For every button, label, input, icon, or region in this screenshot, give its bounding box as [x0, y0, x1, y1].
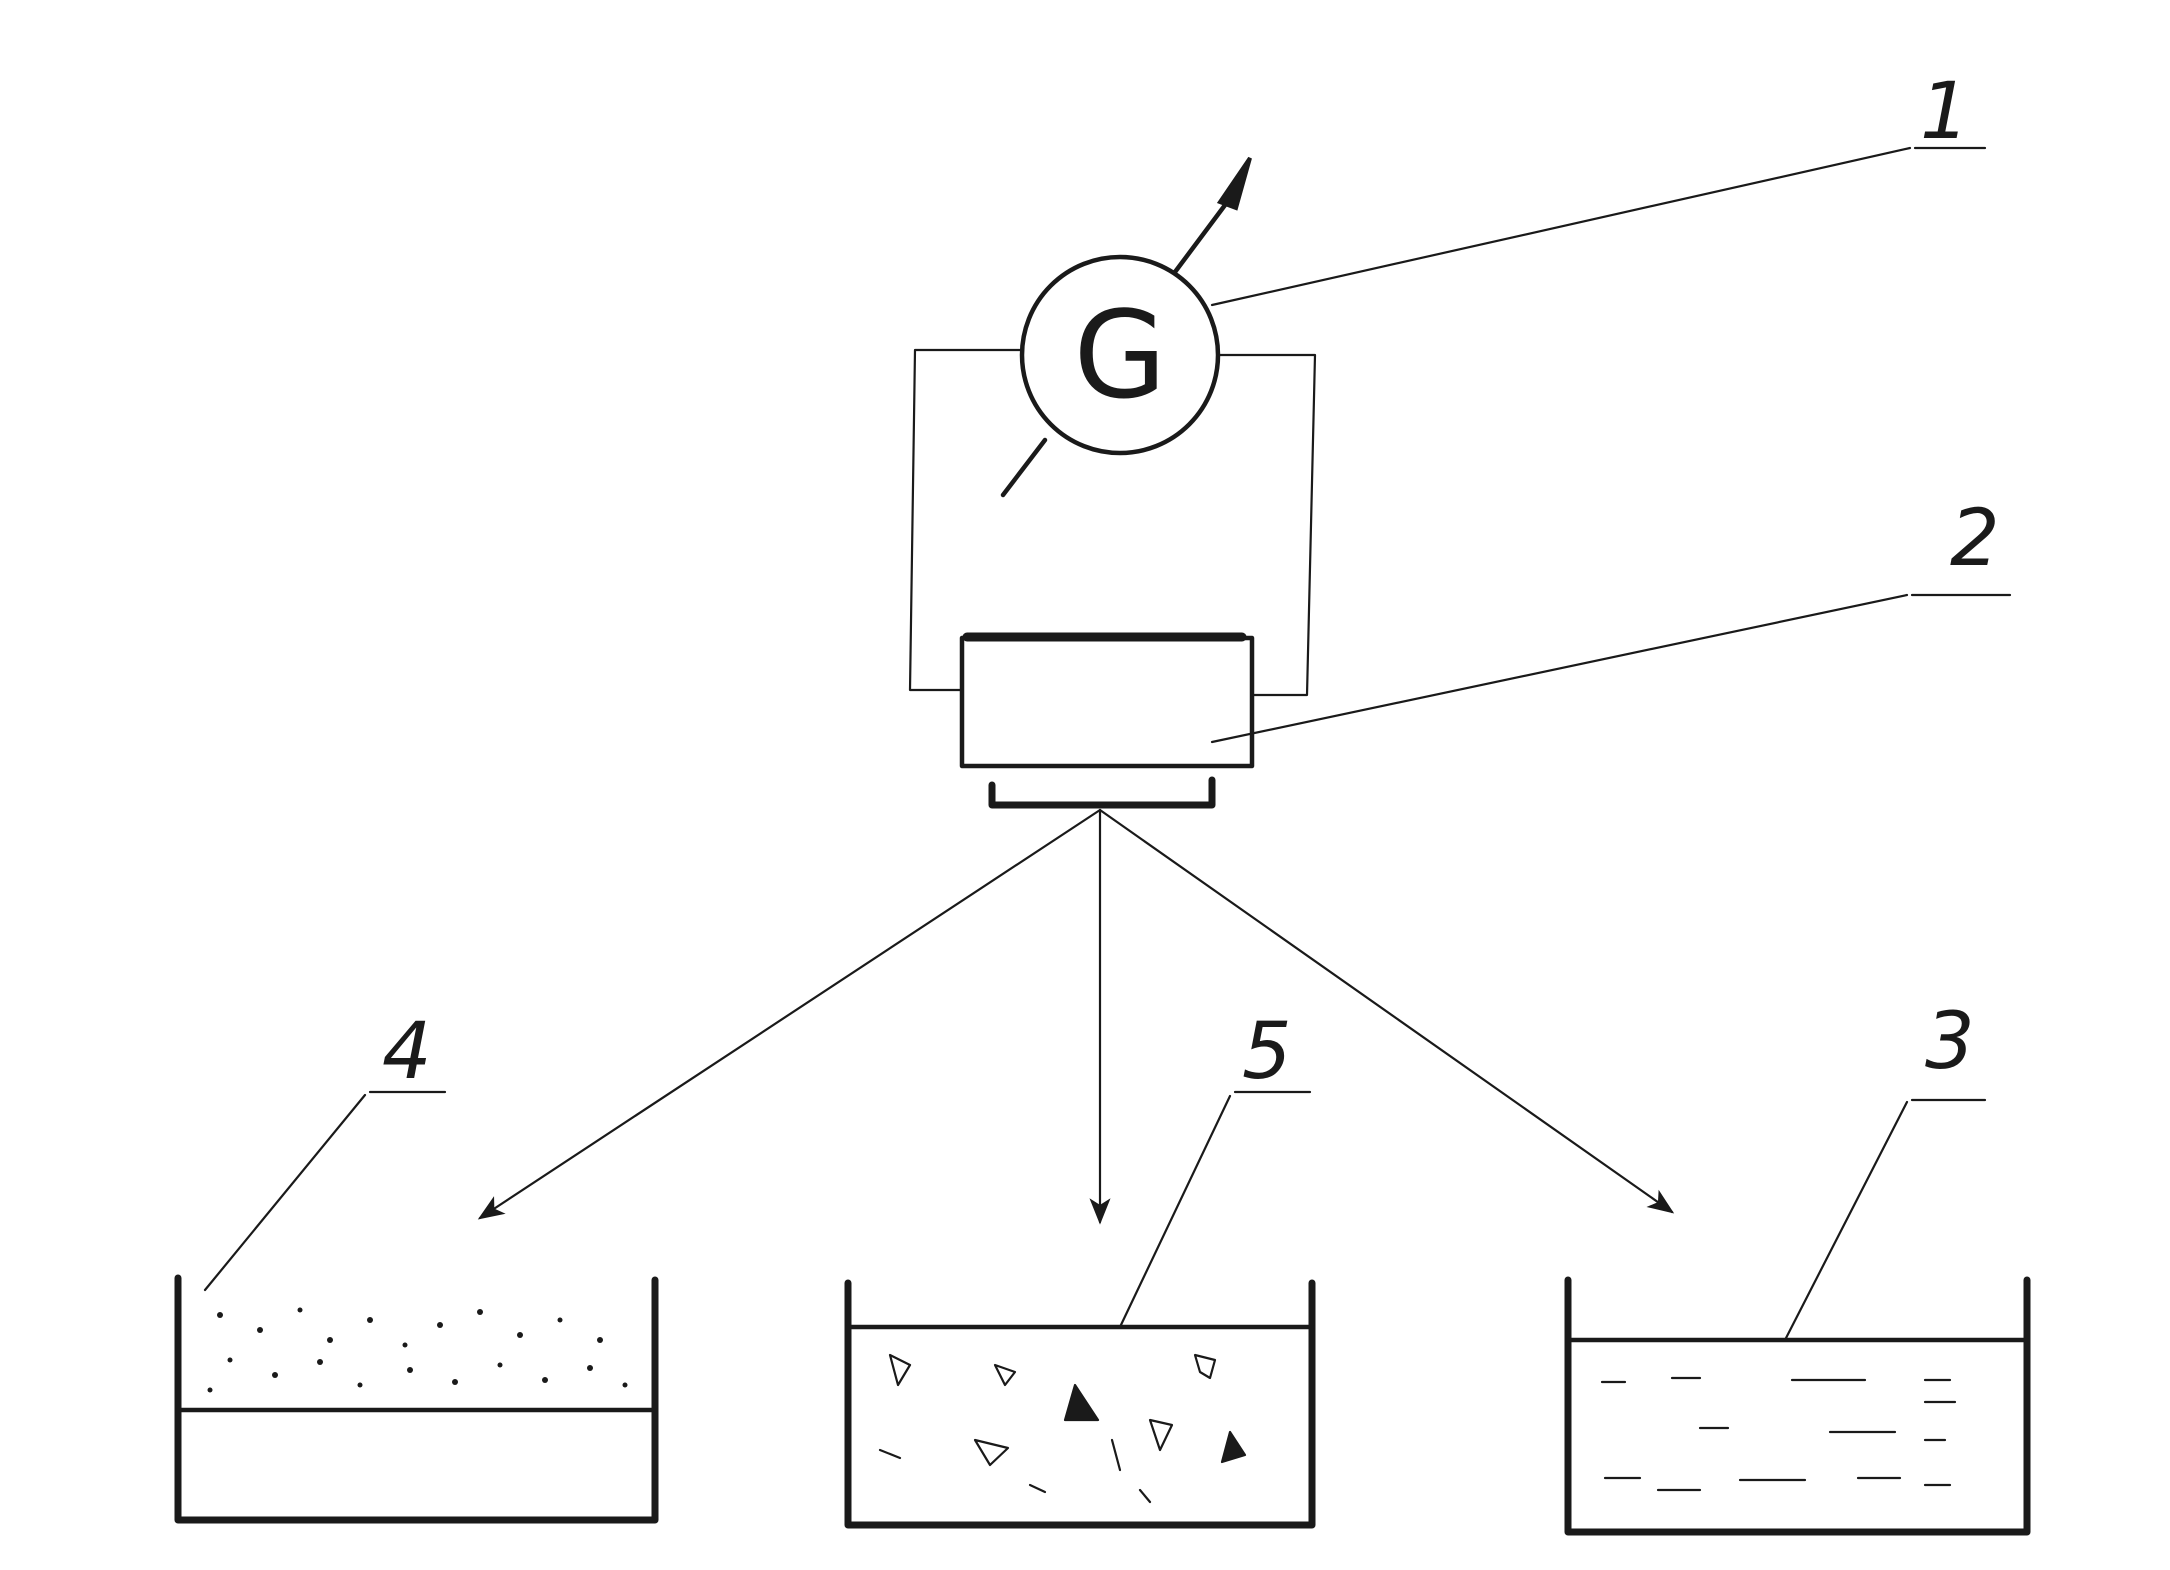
- callout-5: 5: [1118, 1007, 1312, 1329]
- callout-3-leader: [1783, 1100, 1909, 1342]
- vessel-4: [174, 1274, 659, 1524]
- wire-right: [1216, 353, 1317, 697]
- vessel-5: [844, 1279, 1316, 1529]
- transducer-body: [959, 635, 1255, 769]
- transducer: [959, 632, 1255, 809]
- callout-3-label: 3: [1925, 997, 1975, 1087]
- vessel-4-granules: [207, 1307, 628, 1393]
- vessel-5-wall: [844, 1279, 1316, 1529]
- vessel-4-wall: [174, 1274, 659, 1524]
- vessel-3: [1564, 1276, 2031, 1536]
- emission-arrows: [477, 808, 1675, 1225]
- callout-2: 2: [1210, 494, 2012, 744]
- callout-4: 4: [203, 1007, 447, 1292]
- generator-variable-arrowhead: [1216, 156, 1252, 211]
- vessel-5-particles: [878, 1353, 1247, 1504]
- callout-2-leader: [1210, 593, 1909, 744]
- arrow-to-vessel-4: [477, 808, 1102, 1220]
- transducer-emitter-plate: [988, 776, 1216, 809]
- callout-4-leader: [203, 1093, 367, 1292]
- callout-5-leader: [1118, 1094, 1232, 1329]
- vessel-3-liquid-strokes: [1600, 1376, 1957, 1492]
- callout-4-label: 4: [382, 1007, 432, 1097]
- generator-variable-line-lower: [1000, 437, 1048, 498]
- arrow-to-vessel-3: [1098, 808, 1675, 1214]
- callout-1-leader: [1210, 146, 1912, 307]
- callout-5-label: 5: [1242, 1007, 1292, 1097]
- generator: G: [1000, 156, 1252, 498]
- generator-symbol: G: [1074, 287, 1167, 426]
- callout-1: 1: [1210, 67, 1987, 307]
- vessel-3-wall: [1564, 1276, 2031, 1536]
- callout-3: 3: [1783, 997, 1987, 1342]
- callout-2-label: 2: [1950, 494, 2000, 584]
- callout-1-label: 1: [1920, 67, 1970, 157]
- wire-left: [908, 348, 1024, 692]
- circuit-wires: [908, 348, 1317, 697]
